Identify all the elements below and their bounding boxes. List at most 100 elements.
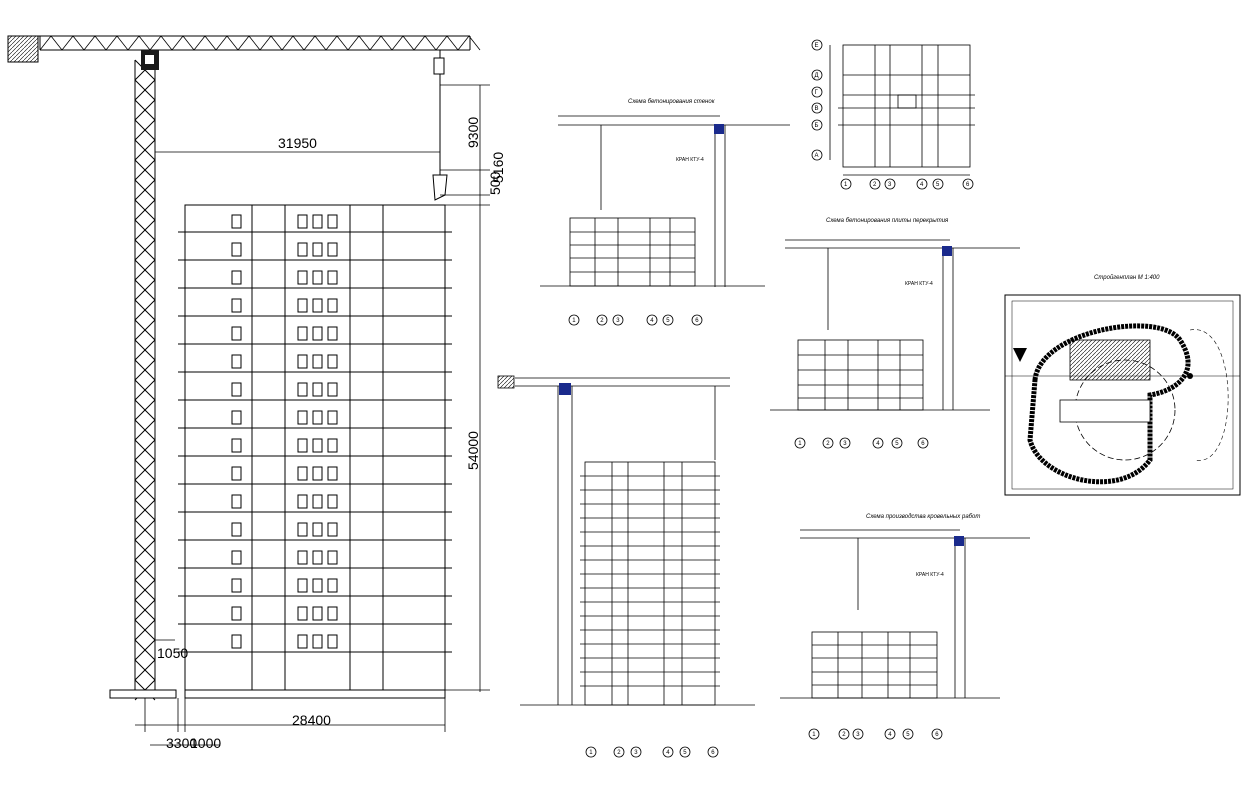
sheet-2-crane <box>785 239 1020 410</box>
window <box>297 494 308 509</box>
section-axis-bubble <box>794 437 806 449</box>
window <box>231 270 242 285</box>
section-axis-bubble <box>630 746 642 758</box>
window <box>297 270 308 285</box>
window <box>231 298 242 313</box>
window <box>231 494 242 509</box>
section-axis-bubble <box>808 728 820 740</box>
window <box>297 438 308 453</box>
section-axis-bubble <box>872 437 884 449</box>
row-axis-label: В <box>815 106 819 112</box>
window <box>231 382 242 397</box>
main-building-foundation <box>184 689 446 699</box>
section-axis-label: 3 <box>616 318 620 324</box>
section-axis-bubble <box>838 728 850 740</box>
main-dimension-lines <box>135 84 490 746</box>
site-plan: Стройгенплан М 1:400 <box>1004 274 1241 496</box>
col-axis-label: 4 <box>920 182 924 188</box>
section-axis-label: 6 <box>921 441 925 447</box>
section-axis-label: 2 <box>617 750 621 756</box>
col-axis-bubble <box>840 178 852 190</box>
col-axis-label: 2 <box>873 182 877 188</box>
window <box>312 382 323 397</box>
dim-hook-drop: 9300 <box>465 117 481 148</box>
section-axis-bubble <box>679 746 691 758</box>
sheet-2-scheme: Схема бетонирования плиты перекрытия КРА… <box>770 218 1020 411</box>
row-axis-bubble <box>811 69 823 81</box>
window <box>297 466 308 481</box>
window <box>327 242 338 257</box>
window <box>312 214 323 229</box>
row-axis-label: Б <box>815 123 819 129</box>
site-plan-title: Стройгенплан М 1:400 <box>1094 274 1160 281</box>
window <box>297 298 308 313</box>
window <box>231 354 242 369</box>
window <box>297 354 308 369</box>
window <box>312 354 323 369</box>
window <box>312 326 323 341</box>
section-axis-bubble <box>585 746 597 758</box>
section-axis-label: 2 <box>842 732 846 738</box>
section-axis-bubble <box>691 314 703 326</box>
section-axis-bubble <box>707 746 719 758</box>
section-axis-label: 5 <box>906 732 910 738</box>
section-axis-bubble <box>852 728 864 740</box>
sheet-1-crane <box>558 115 790 287</box>
window <box>297 326 308 341</box>
section-axis-label: 3 <box>856 732 860 738</box>
window <box>297 606 308 621</box>
window <box>312 606 323 621</box>
section-axis-label: 5 <box>666 318 670 324</box>
window <box>231 522 242 537</box>
sheet-1-crane-label: КРАН КТУ-4 <box>676 157 704 163</box>
window <box>297 214 308 229</box>
sheet-1-building <box>540 217 765 287</box>
dim-small-1: 500 <box>487 171 503 195</box>
window <box>231 214 242 229</box>
window <box>327 550 338 565</box>
section-axis-label: 4 <box>888 732 892 738</box>
col-axis-bubble <box>962 178 974 190</box>
col-axis-bubble <box>869 178 881 190</box>
window <box>312 410 323 425</box>
middle-elevation <box>497 375 755 706</box>
dim-base-1: 3300 <box>166 735 197 751</box>
section-axis-label: 1 <box>812 732 816 738</box>
window <box>327 494 338 509</box>
section-axis-bubble <box>839 437 851 449</box>
middle-crane-cab <box>559 383 571 395</box>
section-axis-bubble <box>822 437 834 449</box>
window <box>327 578 338 593</box>
window <box>231 438 242 453</box>
section-axis-bubble <box>917 437 929 449</box>
col-axis-label: 5 <box>936 182 940 188</box>
window <box>327 214 338 229</box>
window <box>231 410 242 425</box>
col-axis-label: 1 <box>844 182 848 188</box>
window <box>231 326 242 341</box>
window <box>231 242 242 257</box>
window <box>297 522 308 537</box>
section-axis-label: 5 <box>683 750 687 756</box>
row-axis-label: Г <box>815 90 819 96</box>
section-axis-bubble <box>646 314 658 326</box>
row-axis-label: Е <box>815 43 819 49</box>
middle-elevation-floors <box>580 475 720 687</box>
floor-plan <box>829 44 975 176</box>
main-crane-hook <box>432 78 448 201</box>
section-axis-bubble <box>891 437 903 449</box>
sheet-3-crane <box>800 529 1030 698</box>
section-axis-bubble <box>596 314 608 326</box>
section-axis-label: 3 <box>634 750 638 756</box>
section-axis-label: 2 <box>826 441 830 447</box>
sheet-1-crane-cab <box>714 124 724 134</box>
section-axis-label: 6 <box>695 318 699 324</box>
window <box>327 606 338 621</box>
section-axis-label: 1 <box>589 750 593 756</box>
row-axis-label: Д <box>815 73 819 79</box>
window <box>327 634 338 649</box>
window <box>231 578 242 593</box>
col-axis-label: 3 <box>888 182 892 188</box>
col-axis-bubble <box>884 178 896 190</box>
